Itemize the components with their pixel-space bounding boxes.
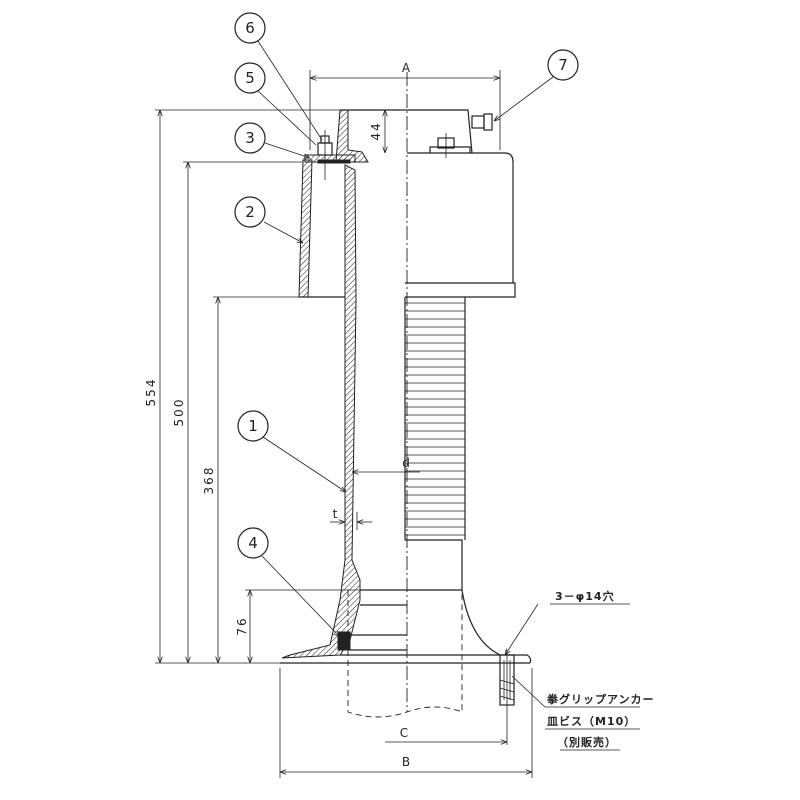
hidden-pipe [347, 590, 463, 718]
sold-separately-note: （別販売） [557, 735, 617, 749]
callout-7: 7 [558, 56, 568, 74]
screw-note: 皿ビス（M10） [547, 714, 636, 728]
anchor-bolt [499, 650, 515, 745]
callout-3: 3 [245, 129, 255, 147]
dim-500-label: 500 [172, 398, 186, 427]
callout-6: 6 [245, 19, 255, 37]
callout-2: 2 [245, 203, 255, 221]
dim-c-label: C [400, 726, 410, 740]
dim-t-label: t [333, 507, 340, 521]
callout-5: 5 [245, 69, 255, 87]
anchor-note: 拳グリップアンカー [546, 692, 655, 706]
dim-b-label: B [402, 755, 412, 769]
dim-d-label: d [402, 456, 412, 470]
holes-note: 3－φ14穴 [555, 589, 615, 603]
dim-44-label: 44 [369, 121, 383, 140]
dim-554-label: 554 [144, 378, 158, 407]
callout-1: 1 [248, 417, 258, 435]
dimensions [155, 70, 533, 778]
section-view [280, 109, 532, 664]
callout-4: 4 [248, 534, 258, 552]
callouts [234, 12, 640, 751]
exterior-view [385, 109, 516, 656]
dim-76-label: 76 [235, 616, 249, 635]
dim-368-label: 368 [202, 466, 216, 495]
dim-a-label: A [402, 61, 412, 75]
